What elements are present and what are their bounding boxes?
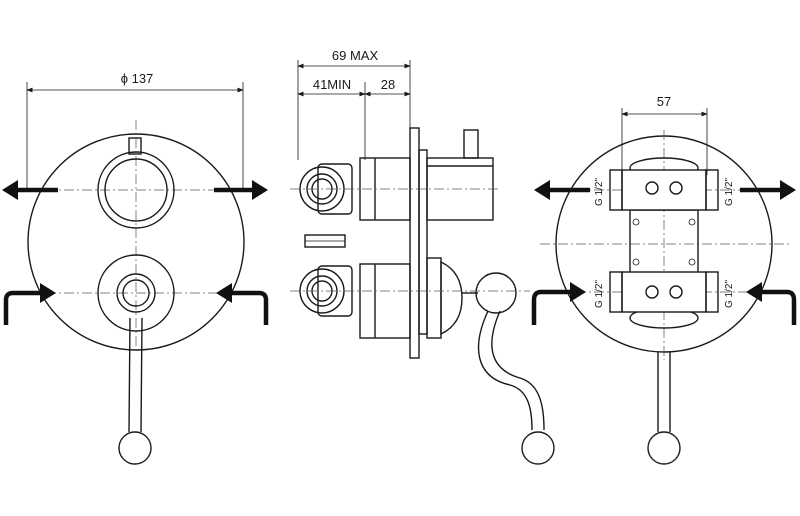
min-depth-label: 41MIN: [313, 77, 351, 92]
mixer-rosette-mid: [116, 273, 156, 313]
diverter-knob-inner: [104, 158, 168, 222]
lever-ball: [118, 431, 152, 465]
lever-edge-right: [140, 317, 143, 433]
mixer-rosette-outer: [97, 254, 175, 332]
back-inlet-arrowhead-right: [746, 282, 762, 302]
screw-tr: [688, 218, 696, 226]
inlet-arrowhead-left: [40, 283, 56, 303]
body-upper: [359, 157, 411, 221]
lever-edge-left: [128, 317, 131, 433]
inlet-arrow-left: [3, 290, 42, 325]
lower-port-right: [705, 271, 719, 313]
inlet-arrow-right: [230, 290, 269, 325]
upper-hole-right: [669, 181, 683, 195]
mixer-rosette-inner: [122, 279, 150, 307]
thread-label-top-left: G 1/2": [594, 178, 605, 206]
diverter-stem: [128, 137, 142, 155]
lower-manifold: [621, 271, 707, 313]
side-view: 69 MAX 41MIN 28: [290, 48, 555, 465]
cover-plate: [27, 133, 245, 351]
back-lever-ball: [647, 431, 681, 465]
side-lever-ball: [521, 431, 555, 465]
diverter-pin: [463, 129, 479, 159]
screw-tl: [632, 218, 640, 226]
body-lower: [359, 263, 411, 339]
wall-plate: [409, 127, 420, 359]
back-view: 57 G 1/2" G 1/2" G 1/2" G 1/2": [531, 94, 797, 465]
width-label: 57: [657, 94, 671, 109]
outlet-arrowhead-left: [2, 180, 18, 200]
mixer-escutcheon: [426, 257, 442, 339]
screw-bl: [632, 258, 640, 266]
back-inlet-arrow-left: [531, 289, 572, 325]
lever-hub: [475, 272, 517, 314]
thread-label-bottom-left: G 1/2": [594, 280, 605, 308]
lever-curve-inner: [491, 310, 545, 431]
depth-28-label: 28: [381, 77, 395, 92]
back-inlet-arrowhead-left: [570, 282, 586, 302]
lower-fitting-mid: [306, 275, 338, 307]
upper-hole-left: [645, 181, 659, 195]
upper-fitting-mid: [306, 173, 338, 205]
screw-br: [688, 258, 696, 266]
thread-label-bottom-right: G 1/2": [724, 280, 735, 308]
diverter-knob-outer: [97, 151, 175, 229]
upper-manifold: [621, 169, 707, 211]
diameter-label: ϕ 137: [121, 71, 154, 86]
mixer-cap: [440, 260, 463, 336]
inlet-arrowhead-right: [216, 283, 232, 303]
outlet-arrowhead-right: [252, 180, 268, 200]
plate-gasket: [418, 149, 428, 335]
lower-hole-right: [669, 285, 683, 299]
front-view: ϕ 137: [2, 71, 269, 465]
thread-label-top-right: G 1/2": [724, 178, 735, 206]
back-inlet-arrow-right: [760, 289, 797, 325]
max-depth-label: 69 MAX: [332, 48, 379, 63]
lever-curve-outer: [477, 310, 533, 431]
back-outlet-arrowhead-right: [780, 180, 796, 200]
upper-port-right: [705, 169, 719, 211]
lower-hole-left: [645, 285, 659, 299]
upper-port-left: [609, 169, 623, 211]
back-outlet-arrowhead-left: [534, 180, 550, 200]
lower-port-left: [609, 271, 623, 313]
